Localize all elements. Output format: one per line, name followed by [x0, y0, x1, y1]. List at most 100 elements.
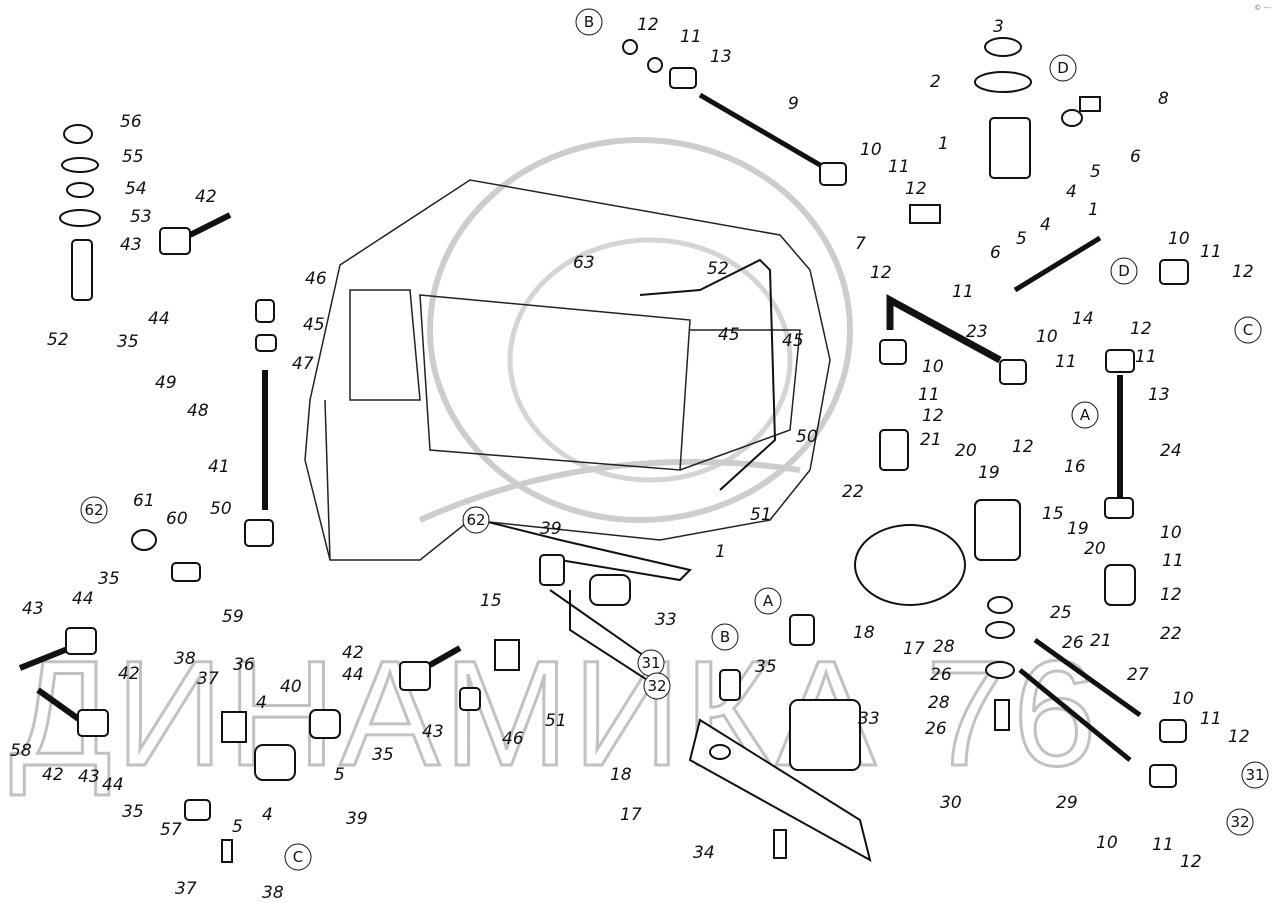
- part-label: 45: [303, 315, 325, 335]
- part-8-fitting: [1079, 96, 1101, 112]
- part-label: 1: [938, 134, 949, 154]
- circled-label-text: A: [763, 592, 774, 610]
- circled-label: B: [711, 623, 739, 651]
- label-circle: [80, 496, 108, 524]
- pipe-58: [36, 687, 82, 723]
- label-circle: [462, 506, 490, 534]
- circled-label-text: C: [1243, 321, 1253, 339]
- part-59-tee: [171, 562, 201, 582]
- part-34-bolt: [773, 829, 787, 859]
- part-label: 27: [1127, 665, 1149, 685]
- part-18-nut: [709, 744, 731, 760]
- part-label: 39: [346, 809, 368, 829]
- part-label: 11: [1055, 352, 1077, 372]
- part-label: 57: [160, 820, 182, 840]
- part-label: 35: [755, 657, 777, 677]
- circled-label-text: 31: [641, 654, 660, 672]
- part-label: 53: [130, 207, 152, 227]
- pipe-14: [1013, 235, 1102, 293]
- part-A-elbow: [789, 614, 815, 646]
- part-label: 5: [232, 817, 243, 837]
- part-label: 22: [1160, 624, 1182, 644]
- part-label: 10: [1036, 327, 1058, 347]
- part-label: 11: [952, 282, 974, 302]
- circled-label-text: 62: [466, 511, 485, 529]
- part-label: 13: [710, 47, 732, 67]
- circled-label-text: 62: [84, 501, 103, 519]
- cylinder-right: [854, 524, 966, 606]
- part-label: 60: [166, 509, 188, 529]
- part-label: 46: [502, 729, 524, 749]
- part-label: 5: [1016, 229, 1027, 249]
- part-label: 43: [120, 235, 142, 255]
- part-label: 11: [918, 385, 940, 405]
- part-label: 4: [262, 805, 273, 825]
- part-label: 13: [1148, 385, 1170, 405]
- circled-label-text: 32: [647, 677, 666, 695]
- part-label: 20: [1084, 539, 1106, 559]
- part-label: 50: [210, 499, 232, 519]
- lines-31-32: [549, 589, 656, 686]
- pipes: [18, 92, 1142, 762]
- label-circle: [1071, 401, 1099, 429]
- part-label: 10: [922, 357, 944, 377]
- part-label: 10: [1096, 833, 1118, 853]
- part-label: 59: [222, 607, 244, 627]
- part-label: 11: [1162, 551, 1184, 571]
- pipe-27: [1033, 637, 1142, 718]
- part-42-top: [159, 227, 191, 255]
- cab-side-window: [349, 289, 421, 401]
- part-15-block: [974, 499, 1021, 561]
- part-6: [1061, 109, 1083, 127]
- part-label: 16: [1064, 457, 1086, 477]
- label-circle: [1049, 54, 1077, 82]
- part-10-e: [1104, 497, 1134, 519]
- tube-bottom: [688, 718, 872, 862]
- part-10-g: [1149, 764, 1177, 788]
- part-label: 63: [573, 253, 595, 273]
- part-label: 10: [1160, 523, 1182, 543]
- part-55: [61, 157, 99, 173]
- part-11-top: [647, 57, 663, 73]
- part-33-cylinder: [789, 699, 861, 771]
- line-62: [479, 519, 692, 582]
- circled-label-text: C: [293, 848, 303, 866]
- part-54: [66, 182, 94, 198]
- circled-label: 32: [1226, 808, 1254, 836]
- part-label: 36: [233, 655, 255, 675]
- label-circle: [1241, 761, 1269, 789]
- part-label: 42: [195, 187, 217, 207]
- part-label: 39: [540, 519, 562, 539]
- part-label: 43: [22, 599, 44, 619]
- part-label: 12: [870, 263, 892, 283]
- part-45-clamp: [255, 334, 277, 352]
- watermark: ДИНАМИКА 76: [9, 137, 1098, 799]
- cab-front-edge: [324, 399, 331, 561]
- part-label: 12: [905, 179, 927, 199]
- part-22-right: [1104, 564, 1136, 606]
- part-10-c: [879, 339, 907, 365]
- part-label: 45: [782, 331, 804, 351]
- part-label: 20: [955, 441, 977, 461]
- part-label: 18: [853, 623, 875, 643]
- part-label: 35: [122, 802, 144, 822]
- part-label: 12: [1228, 727, 1250, 747]
- part-label: 58: [10, 741, 32, 761]
- part-label: 37: [197, 669, 219, 689]
- part-label: 10: [1168, 229, 1190, 249]
- part-label: 43: [422, 722, 444, 742]
- watermark-swirl-outer: [427, 137, 853, 523]
- part-label: 12: [1130, 319, 1152, 339]
- part-label: 4: [1040, 215, 1051, 235]
- part-label: 38: [262, 883, 284, 903]
- part-label: 1: [715, 542, 726, 562]
- part-28-b: [985, 661, 1015, 679]
- part-label: 12: [1232, 262, 1254, 282]
- part-label: 17: [903, 639, 925, 659]
- part-label: 42: [42, 765, 64, 785]
- part-label: 56: [120, 112, 142, 132]
- part-label: 52: [47, 330, 69, 350]
- circled-label: 31: [1241, 761, 1269, 789]
- part-label: 37: [175, 879, 197, 899]
